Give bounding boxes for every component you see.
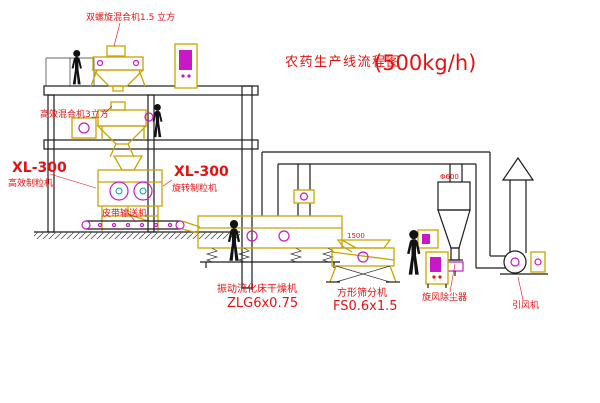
diagram-title: 农药生产线流程图 xyxy=(285,55,401,70)
rotary-valve xyxy=(446,261,464,272)
fan-motor xyxy=(530,251,546,273)
vibration-motor xyxy=(246,230,258,242)
belt-conveyor-machine xyxy=(81,220,201,234)
exhaust-stack xyxy=(501,156,535,248)
person-figure xyxy=(227,220,241,261)
top-mixer-machine xyxy=(90,45,146,92)
screen-motor xyxy=(357,251,369,263)
cabinet-panel xyxy=(179,50,192,70)
person-figure xyxy=(71,50,82,85)
spring-symbol xyxy=(205,247,219,263)
duct-valve xyxy=(293,189,315,204)
label-granulator-mid-model: XL-300 xyxy=(174,164,229,180)
leader-lines xyxy=(49,22,524,301)
label-dryer-name: 振动流化床干燥机 xyxy=(217,282,297,295)
main-column xyxy=(241,85,253,289)
label-screen-model: FS0.6x1.5 xyxy=(333,299,398,314)
control-cabinet-top xyxy=(174,43,198,89)
fan-volute xyxy=(503,250,527,274)
diagram-title-capacity: (500kg/h) xyxy=(374,51,476,75)
label-granulator-mid-name: 旋转制粒机 xyxy=(172,182,217,194)
label-top-mixer: 双螺旋混合机1.5 立方 xyxy=(86,11,175,23)
label-granulator-left-name: 高效制粒机 xyxy=(8,177,53,189)
label-dryer-model: ZLG6x0.75 xyxy=(227,296,298,311)
control-cabinet-small xyxy=(417,229,439,249)
cyclone-machine xyxy=(437,181,471,276)
exhaust-duct xyxy=(261,151,506,269)
mid-mixer-machine xyxy=(71,101,154,158)
mixer-motor xyxy=(110,101,126,111)
label-cyclone: 旋风除尘器 xyxy=(422,291,467,303)
top-railing xyxy=(45,57,95,86)
label-cyclone-dim: Φ600 xyxy=(440,173,459,181)
label-granulator-left-model: XL-300 xyxy=(12,160,67,176)
rain-cap xyxy=(501,156,535,181)
spring-symbol xyxy=(237,247,251,263)
square-screen-machine xyxy=(326,239,400,283)
feeder-unit xyxy=(71,117,97,139)
vibration-motor xyxy=(278,230,290,242)
label-mid-mixer: 高效混合机3立方 xyxy=(40,108,109,120)
label-screen-name: 方形筛分机 xyxy=(337,286,387,299)
platform-structure xyxy=(34,57,259,289)
label-screen-dim: 1500 xyxy=(347,232,365,240)
control-cabinet-bottom xyxy=(425,251,449,288)
spring-symbol xyxy=(289,247,303,263)
granulator-machine xyxy=(97,155,163,231)
ground-hatch xyxy=(34,232,240,239)
fan-machine xyxy=(500,248,548,275)
label-fan: 引风机 xyxy=(512,299,539,311)
cabinet-panel xyxy=(430,257,441,272)
mixer-motor xyxy=(106,45,126,57)
label-belt-conveyor: 皮带输送机 xyxy=(102,207,147,219)
valve-actuator xyxy=(299,192,309,201)
